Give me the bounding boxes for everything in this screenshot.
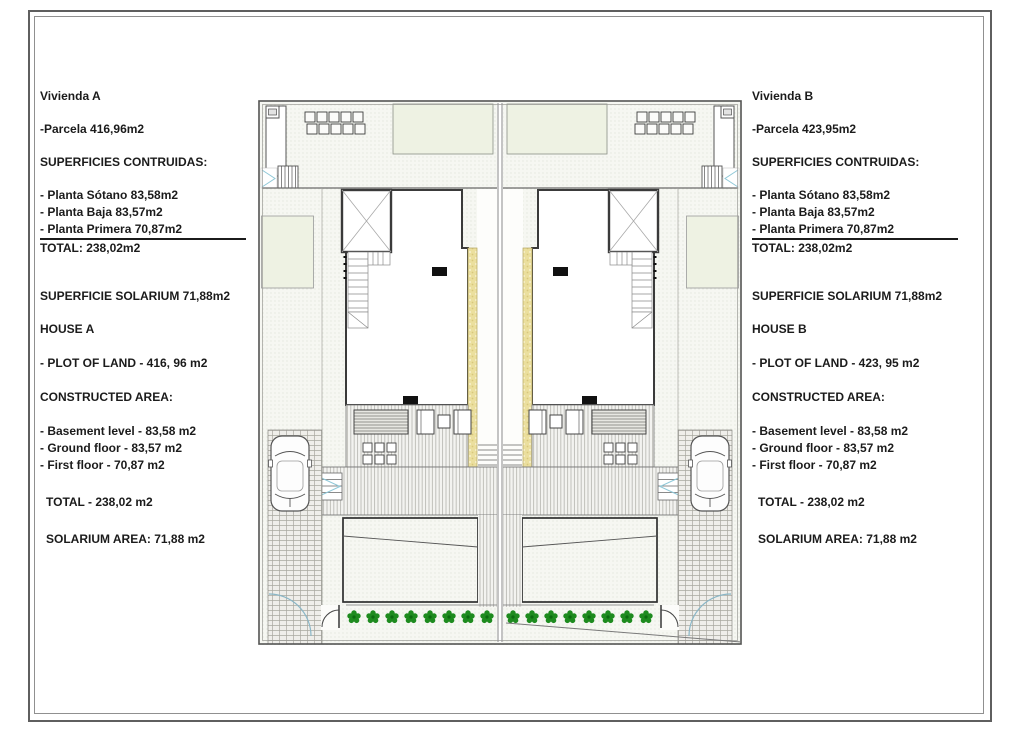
vivienda-b-planta-baja: - Planta Baja 83,57m2 [752,205,875,219]
house-a-total-en: TOTAL - 238,02 m2 [46,495,153,509]
vivienda-b-parcela: -Parcela 423,95m2 [752,122,857,136]
vivienda-b-solarium-es: SUPERFICIE SOLARIUM 71,88m2 [752,289,943,303]
site-plan [258,100,742,660]
vivienda-a-solarium-es: SUPERFICIE SOLARIUM 71,88m2 [40,289,231,303]
sheet-border-outer [28,10,992,722]
vivienda-b-planta-primera: - Planta Primera 70,87m2 [752,221,984,240]
panel-vivienda-a: Vivienda A -Parcela 416,96m2 SUPERFICIES… [40,88,272,548]
house-a-basement: - Basement level - 83,58 m2 [40,424,197,438]
house-b-constructed-heading: CONSTRUCTED AREA: [752,390,885,404]
house-b-basement: - Basement level - 83,58 m2 [752,424,909,438]
house-a-solarium-en: SOLARIUM AREA: 71,88 m2 [46,532,205,546]
panel-vivienda-b: Vivienda B -Parcela 423,95m2 SUPERFICIES… [752,88,984,548]
house-b-total-en: TOTAL - 238,02 m2 [758,495,865,509]
house-b-title-en: HOUSE B [752,322,807,336]
vivienda-a-title: Vivienda A [40,89,101,103]
site-boundary-diagonal [505,622,742,643]
house-a-plot: - PLOT OF LAND - 416, 96 m2 [40,356,208,370]
vivienda-b-superficies-heading: SUPERFICIES CONTRUIDAS: [752,155,920,169]
house-a-ground: - Ground floor - 83,57 m2 [40,441,183,455]
vivienda-b-total-es: TOTAL: 238,02m2 [752,241,853,255]
sheet-border-inner [34,16,984,714]
house-b-plot: - PLOT OF LAND - 423, 95 m2 [752,356,920,370]
vivienda-a-total-es: TOTAL: 238,02m2 [40,241,141,255]
party-wall [497,103,503,642]
house-a-first: - First floor - 70,87 m2 [40,458,165,472]
house-b-ground: - Ground floor - 83,57 m2 [752,441,895,455]
vivienda-b-title: Vivienda B [752,89,814,103]
vivienda-a-parcela: -Parcela 416,96m2 [40,122,145,136]
vivienda-a-planta-sotano: - Planta Sótano 83,58m2 [40,188,179,202]
vivienda-b-planta-sotano: - Planta Sótano 83,58m2 [752,188,891,202]
house-b-first: - First floor - 70,87 m2 [752,458,877,472]
vivienda-a-planta-primera: - Planta Primera 70,87m2 [40,221,272,240]
vivienda-a-planta-baja: - Planta Baja 83,57m2 [40,205,163,219]
vivienda-a-superficies-heading: SUPERFICIES CONTRUIDAS: [40,155,208,169]
plot-boundary [258,100,742,645]
house-a-title-en: HOUSE A [40,322,95,336]
house-b-solarium-en: SOLARIUM AREA: 71,88 m2 [758,532,917,546]
house-a-constructed-heading: CONSTRUCTED AREA: [40,390,173,404]
